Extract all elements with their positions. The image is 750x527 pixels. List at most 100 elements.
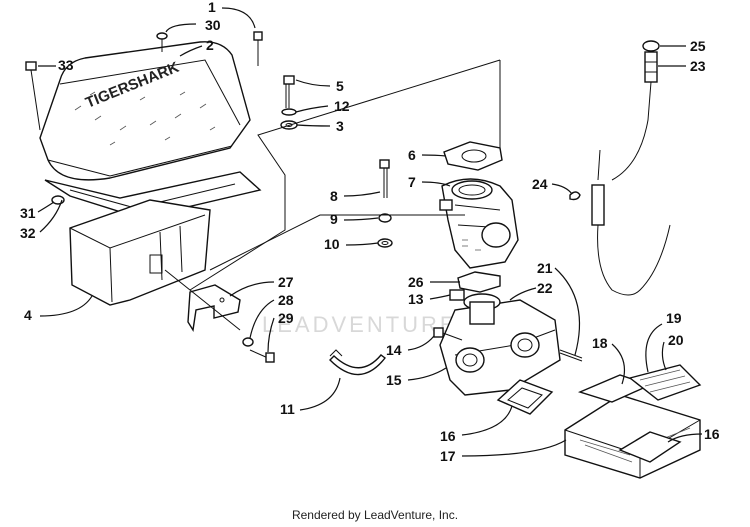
throttle-cable [591,81,671,296]
callout-22: 22 [509,280,553,301]
washer-9 [378,213,392,223]
callout-21: 21 [537,260,581,356]
callout-label-30: 30 [205,17,221,33]
washer-28 [242,337,254,347]
callout-label-31: 31 [20,205,36,221]
clamp-11 [329,349,386,376]
callout-30: 30 [165,17,221,33]
callout-label-8: 8 [330,188,338,204]
callout-1: 1 [208,0,256,29]
screw-1 [253,31,263,66]
assembly-lines [164,59,501,331]
callout-label-7: 7 [408,174,416,190]
flange-gasket-6 [443,141,503,171]
screw-29 [249,349,275,363]
gasket-16-right [618,431,682,463]
carburetor-7 [439,178,519,269]
callout-label-4: 4 [24,307,32,323]
reed-stop-19 [628,364,702,401]
callout-label-12: 12 [334,98,350,114]
air-silencer-cover: TIGERSHARK [39,41,251,181]
callout-31: 31 [20,201,55,221]
bolt-14 [433,327,463,341]
stud-21 [559,349,583,362]
bolt-5 [283,75,295,108]
watermark-text: LEADVENTURE [262,312,458,337]
callout-label-18: 18 [592,335,608,351]
callout-5: 5 [295,78,344,94]
callout-label-17: 17 [440,448,456,464]
callout-15: 15 [386,367,447,388]
callout-label-6: 6 [408,147,416,163]
callout-14: 14 [386,335,435,358]
callout-24: 24 [532,176,573,195]
callout-label-32: 32 [20,225,36,241]
clip-24 [569,191,581,201]
air-silencer-base [69,199,211,306]
callout-3: 3 [296,118,344,134]
callout-label-5: 5 [336,78,344,94]
screw-30 [156,32,168,52]
cable-cap-25 [642,40,660,52]
callout-label-20: 20 [668,332,684,348]
callout-4: 4 [24,295,93,323]
callout-18: 18 [592,335,625,385]
callout-label-9: 9 [330,211,338,227]
callout-27: 27 [229,274,294,297]
callout-10: 10 [324,236,379,252]
callout-20: 20 [661,332,684,371]
callout-label-22: 22 [537,280,553,296]
callout-label-21: 21 [537,260,553,276]
callout-label-25: 25 [690,38,706,54]
callout-33: 33 [38,57,74,73]
callout-label-26: 26 [408,274,424,290]
callout-label-24: 24 [532,176,548,192]
callout-17: 17 [440,439,567,464]
bracket-27 [187,284,241,332]
callout-23: 23 [658,58,706,74]
callout-32: 32 [20,199,63,241]
callout-9: 9 [330,211,379,227]
callout-16-left: 16 [440,405,513,444]
washer-12 [281,108,297,116]
callout-label-1: 1 [208,0,216,15]
callout-label-23: 23 [690,58,706,74]
intake-manifold-15 [439,293,561,396]
callout-label-28: 28 [278,292,294,308]
callout-label-16-left: 16 [440,428,456,444]
callout-label-19: 19 [666,310,682,326]
callout-26: 26 [408,274,460,290]
callout-label-27: 27 [278,274,294,290]
gasket-26 [457,271,501,293]
callout-25: 25 [660,38,706,54]
callout-label-16-right: 16 [704,426,720,442]
spacer-13 [449,289,465,301]
bolt-8 [379,159,390,198]
washer-10 [377,238,393,248]
callout-6: 6 [408,147,447,163]
footer-credit: Rendered by LeadVenture, Inc. [291,508,459,522]
callout-28: 28 [249,292,294,339]
callout-13: 13 [408,291,451,307]
callout-19: 19 [645,310,682,373]
callout-label-14: 14 [386,342,402,358]
gasket-16-left [496,379,554,415]
callout-2: 2 [179,37,214,57]
callout-label-29: 29 [278,310,294,326]
cable-adjuster-23 [644,51,658,83]
callout-label-2: 2 [206,37,214,53]
callout-label-15: 15 [386,372,402,388]
callout-label-3: 3 [336,118,344,134]
callout-label-13: 13 [408,291,424,307]
callout-12: 12 [295,98,350,114]
screw-33 [25,61,41,131]
callout-7: 7 [408,174,451,190]
callout-11: 11 [280,377,341,417]
callout-label-11: 11 [280,401,295,417]
callout-label-33: 33 [58,57,74,73]
callout-8: 8 [330,188,381,204]
callout-29: 29 [267,310,294,353]
callout-label-10: 10 [324,236,340,252]
callout-16-right: 16 [667,426,720,443]
